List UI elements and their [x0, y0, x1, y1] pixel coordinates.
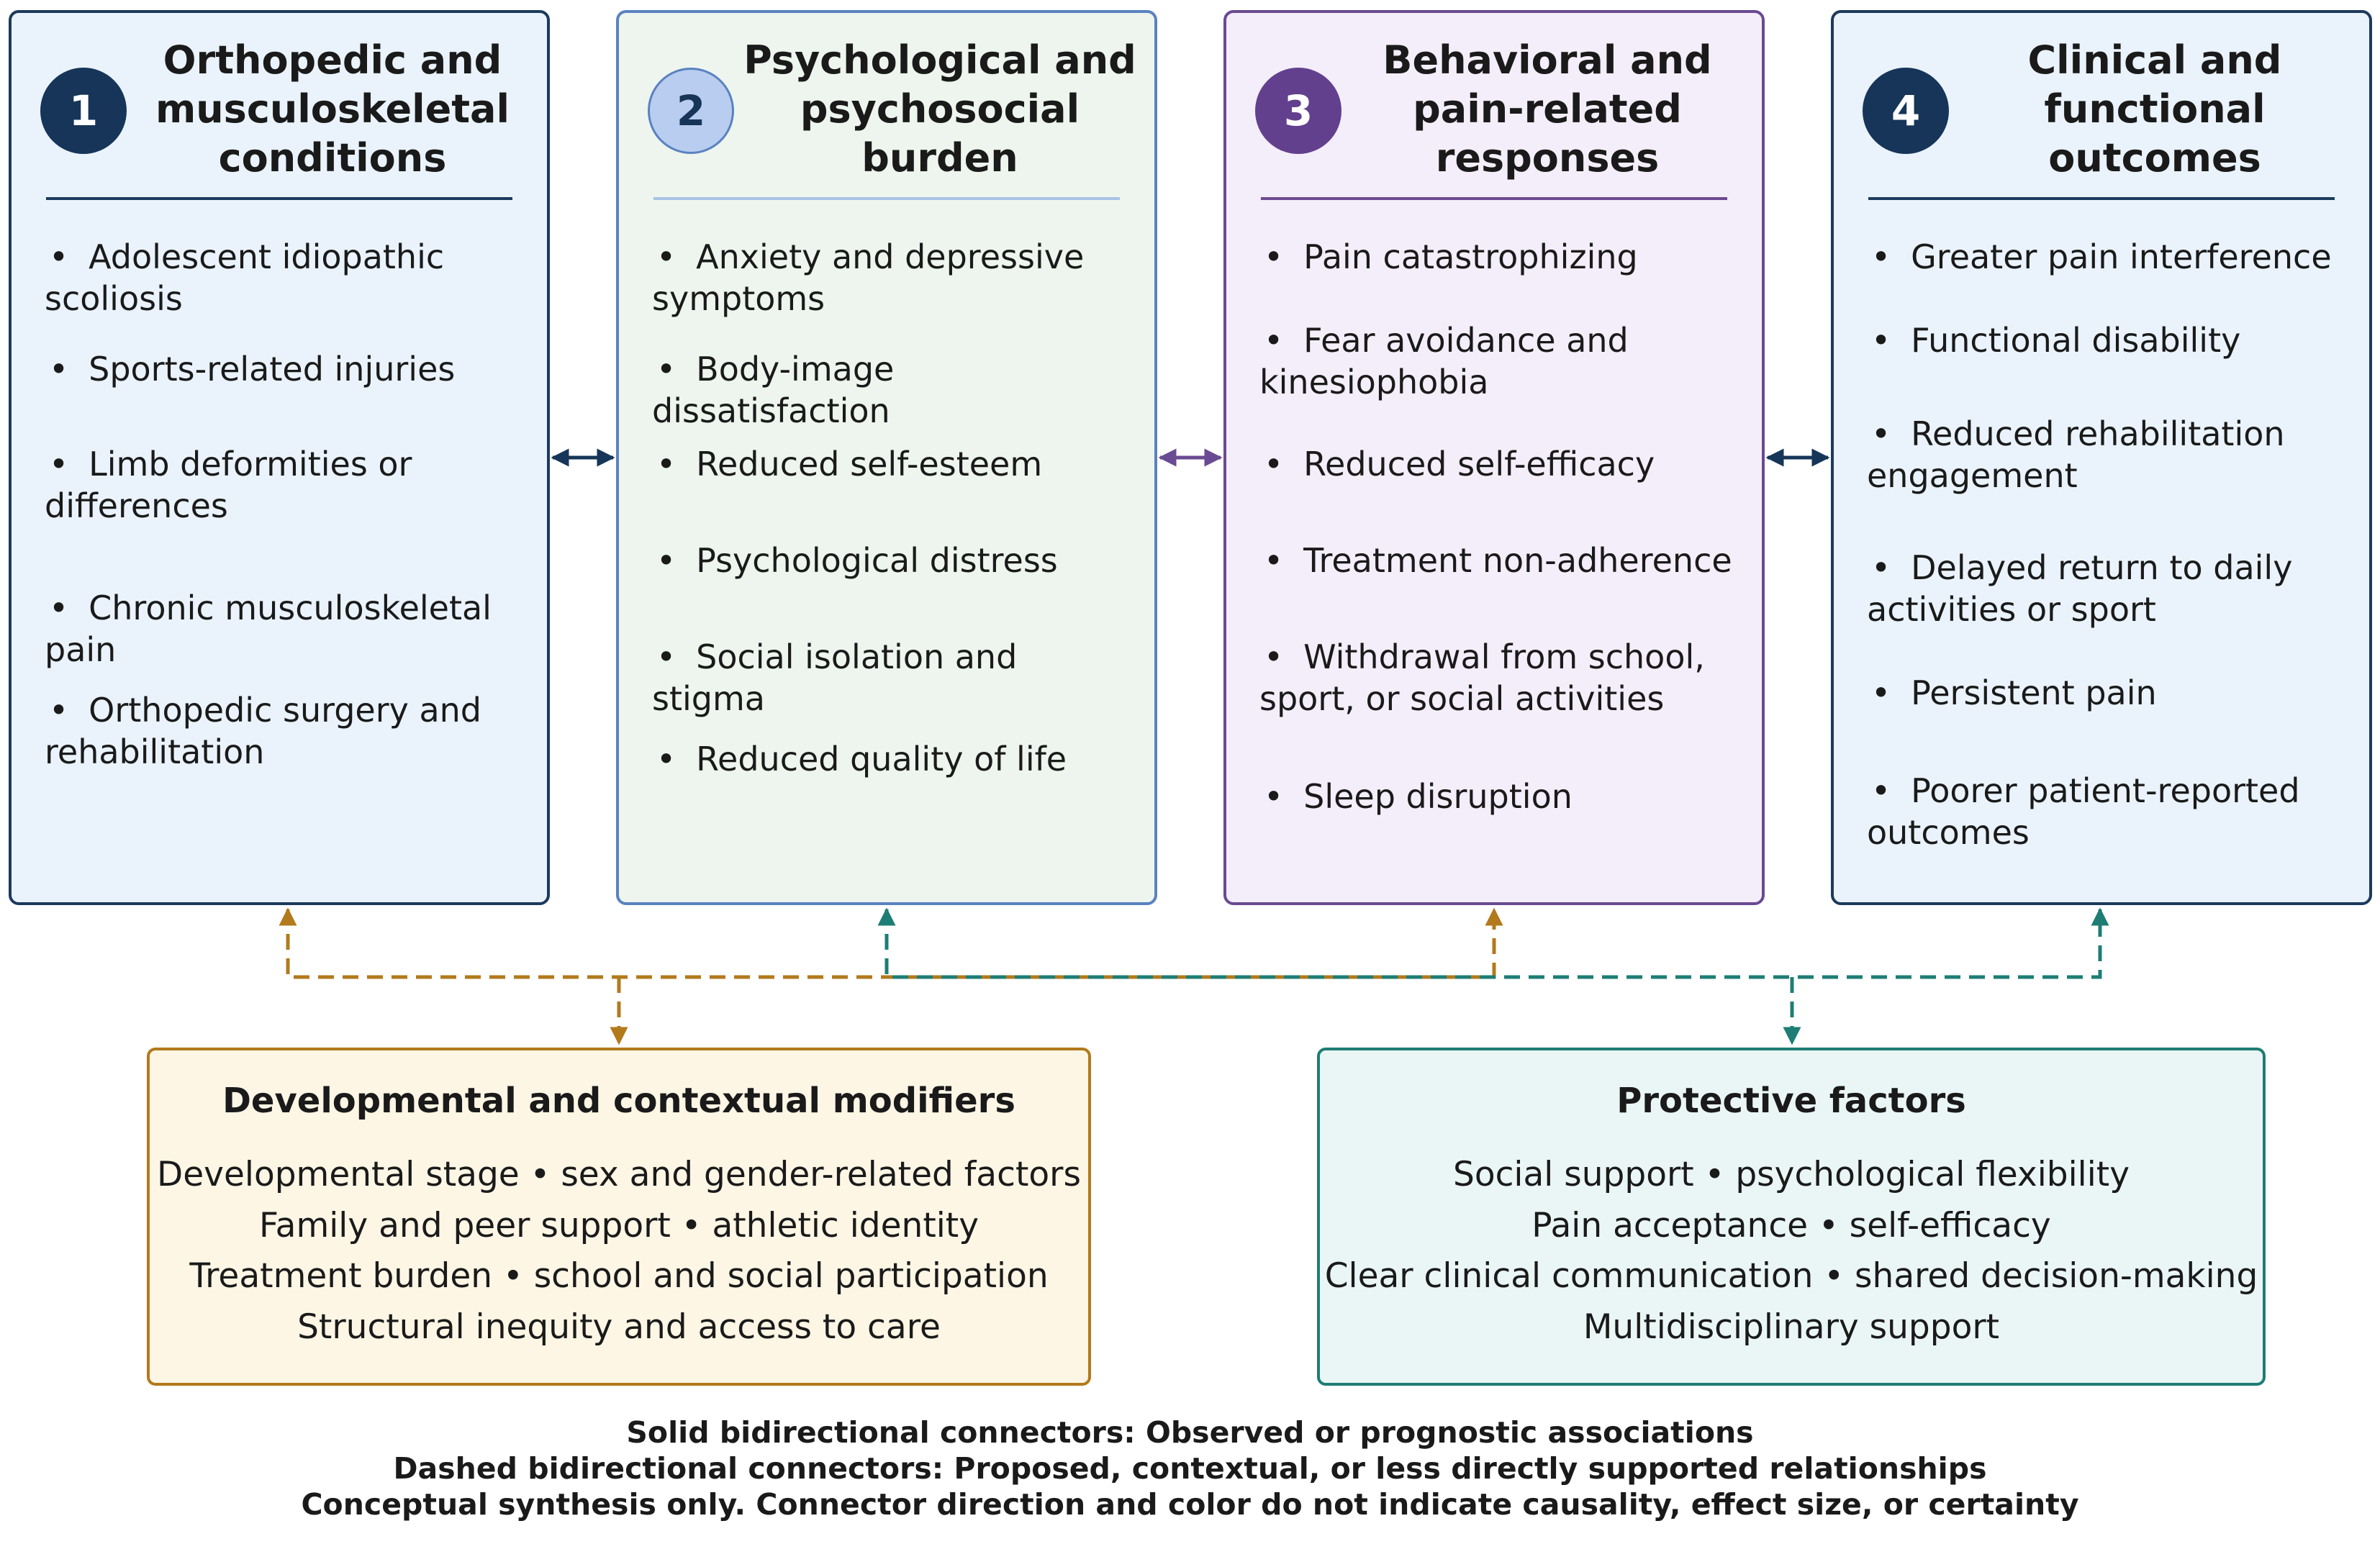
modifiers-title: Developmental and contextual modifiers: [222, 1081, 1015, 1121]
legend-line: Conceptual synthesis only. Connector dir…: [301, 1487, 2079, 1522]
list-item: Chronic musculoskeletal pain: [45, 587, 533, 671]
list-item: Body-image dissatisfaction: [652, 348, 1140, 432]
divider: [46, 197, 512, 200]
modifiers-box: Developmental and contextual modifiers D…: [147, 1048, 1091, 1386]
modifier-line: Developmental stage • sex and gender-rel…: [157, 1155, 1081, 1194]
dashed-connector-modifiers: [279, 907, 1503, 1045]
protective-line: Clear clinical communication • shared de…: [1324, 1256, 2258, 1296]
list-item: Reduced self-esteem: [652, 443, 1140, 485]
list-item: Greater pain interference: [1867, 236, 2355, 278]
list-item: Social isolation and stigma: [652, 636, 1140, 719]
column-title: Psychological and psychosocial burden: [743, 37, 1136, 181]
list-item: Adolescent idiopathic scoliosis: [45, 236, 533, 319]
protective-line: Multidisciplinary support: [1583, 1307, 2000, 1347]
modifiers-lines: Developmental stage • sex and gender-rel…: [150, 1150, 1088, 1353]
divider: [1868, 197, 2335, 200]
modifier-line: Structural inequity and access to care: [297, 1307, 941, 1347]
list-item: Fear avoidance and kinesiophobia: [1259, 319, 1747, 403]
list-item: Anxiety and depressive symptoms: [652, 236, 1140, 319]
list-item: Treatment non-adherence: [1259, 540, 1747, 581]
legend-line: Dashed bidirectional connectors: Propose…: [393, 1451, 1987, 1486]
list-item: Reduced self-efficacy: [1259, 443, 1747, 485]
column-behavioral: 3 Behavioral and pain-related responses …: [1223, 10, 1765, 905]
list-item: Reduced quality of life: [652, 738, 1140, 780]
column-title: Clinical and functional outcomes: [2027, 37, 2282, 181]
legend: Solid bidirectional connectors: Observed…: [0, 1414, 2380, 1522]
protective-line: Pain acceptance • self-efficacy: [1531, 1205, 2051, 1245]
list-item: Functional disability: [1867, 319, 2355, 361]
column-psychological: 2 Psychological and psychosocial burden …: [616, 10, 1157, 905]
list-item: Sports-related injuries: [45, 348, 533, 390]
list-item: Persistent pain: [1867, 672, 2355, 714]
list-item: Delayed return to daily activities or sp…: [1867, 547, 2355, 630]
column-title: Behavioral and pain-related responses: [1383, 37, 1712, 181]
list-item: Pain catastrophizing: [1259, 236, 1747, 278]
protective-lines: Social support • psychological flexibili…: [1320, 1150, 2263, 1353]
number-badge: 1: [40, 68, 127, 154]
modifier-line: Treatment burden • school and social par…: [189, 1256, 1049, 1296]
dashed-connector-protective: [877, 907, 2109, 1045]
list-item: Sleep disruption: [1259, 776, 1747, 817]
divider: [1261, 197, 1727, 200]
list-item: Reduced rehabilitation engagement: [1867, 413, 2355, 496]
list-item: Withdrawal from school, sport, or social…: [1259, 636, 1747, 719]
list-item: Psychological distress: [652, 540, 1140, 581]
list-item: Poorer patient-reported outcomes: [1867, 770, 2355, 853]
divider: [653, 197, 1120, 200]
modifier-line: Family and peer support • athletic ident…: [258, 1205, 979, 1245]
number-badge: 2: [648, 68, 734, 154]
protective-box: Protective factors Social support • psyc…: [1317, 1048, 2266, 1386]
legend-line: Solid bidirectional connectors: Observed…: [626, 1415, 1754, 1450]
protective-line: Social support • psychological flexibili…: [1452, 1155, 2130, 1194]
list-item: Limb deformities or differences: [45, 443, 533, 527]
protective-title: Protective factors: [1616, 1081, 1966, 1121]
number-badge: 3: [1255, 68, 1341, 154]
column-clinical: 4 Clinical and functional outcomes Great…: [1831, 10, 2372, 905]
column-title: Orthopedic and musculoskeletal condition…: [155, 37, 510, 181]
list-item: Orthopedic surgery and rehabilitation: [45, 689, 533, 773]
column-orthopedic: 1 Orthopedic and musculoskeletal conditi…: [9, 10, 550, 905]
number-badge: 4: [1863, 68, 1949, 154]
